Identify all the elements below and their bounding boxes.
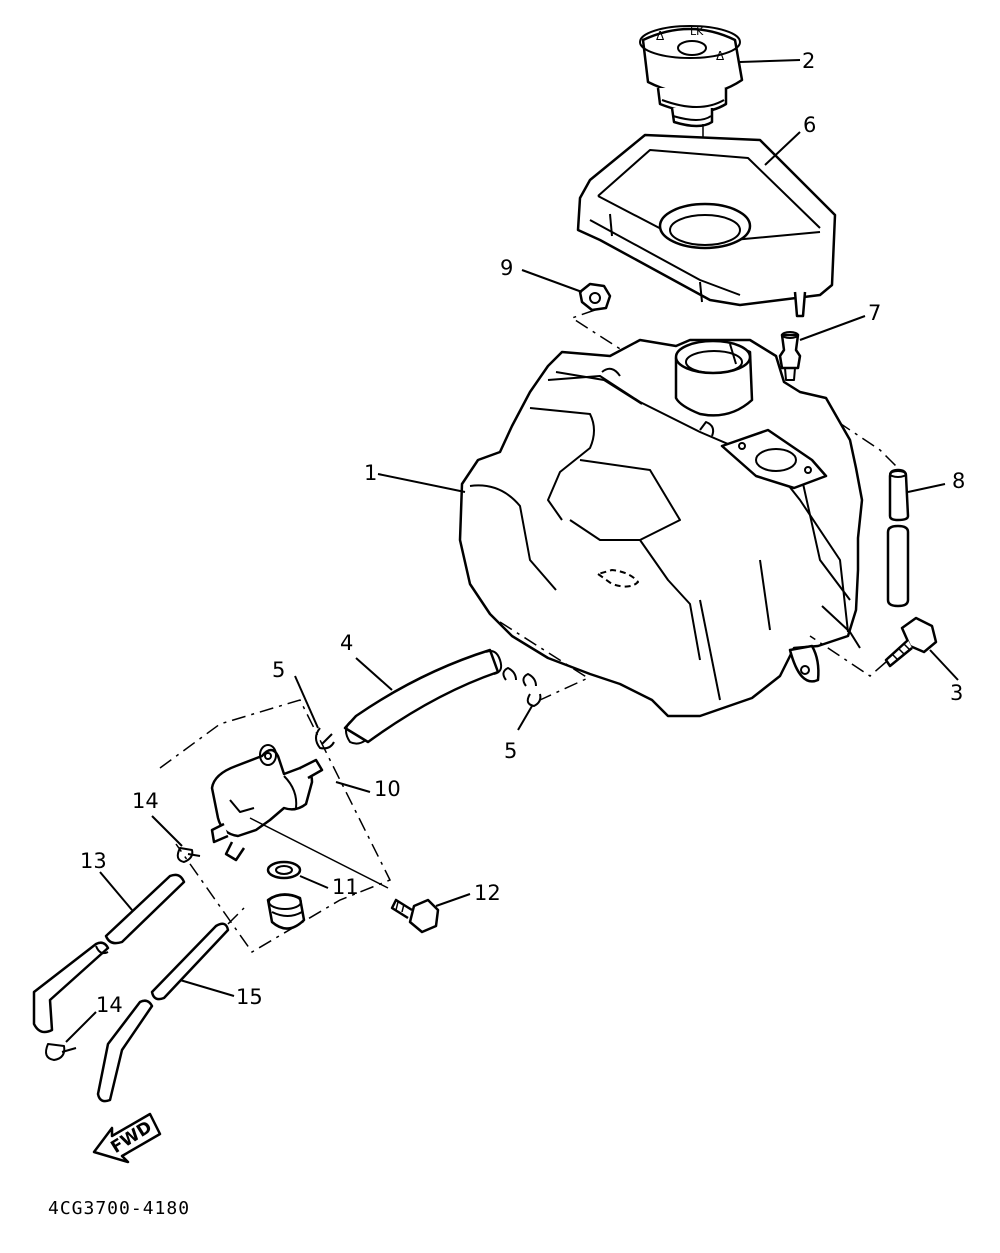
tank-cover-part xyxy=(576,133,837,318)
fuel-hose-part xyxy=(343,648,503,745)
drawing-code: 4CG3700-4180 xyxy=(48,1198,190,1219)
callout-5-upper: 5 xyxy=(272,658,285,682)
callout-13: 13 xyxy=(80,849,107,873)
cap-mark-left: Δ xyxy=(656,29,665,43)
callout-14-lower: 14 xyxy=(96,993,123,1017)
hose-clip-part-14-lower xyxy=(45,1043,77,1061)
callout-5-lower: 5 xyxy=(504,739,517,763)
callout-9: 9 xyxy=(500,256,513,280)
callout-10: 10 xyxy=(374,777,401,801)
breather-hose-part xyxy=(886,468,910,608)
fuel-tank-part xyxy=(458,338,864,718)
callout-7: 7 xyxy=(868,301,881,325)
fuel-cock-assembly-part xyxy=(210,744,324,862)
callout-3: 3 xyxy=(950,681,963,705)
fitting-part xyxy=(778,331,802,381)
forward-direction-arrow: FWD xyxy=(92,1112,162,1164)
fuel-cap-part: Δ LK Δ xyxy=(639,25,744,128)
callout-4: 4 xyxy=(340,631,353,655)
bolt-part-3 xyxy=(884,616,938,668)
callout-15: 15 xyxy=(236,985,263,1009)
callout-11: 11 xyxy=(332,875,359,899)
bolt-part-12 xyxy=(390,898,440,934)
callout-8: 8 xyxy=(952,469,965,493)
gasket-part xyxy=(266,860,302,880)
cap-text: LK xyxy=(690,25,704,38)
hose-clip-part-upper xyxy=(315,727,335,750)
cap-mark-right: Δ xyxy=(716,49,725,63)
callout-12: 12 xyxy=(474,881,501,905)
long-hose-part-15 xyxy=(96,922,230,1103)
short-hose-part-13 xyxy=(32,873,186,1034)
hose-clip-part-lower xyxy=(502,667,542,707)
callout-1: 1 xyxy=(364,461,377,485)
callout-6: 6 xyxy=(803,113,816,137)
hose-clip-part-14-upper xyxy=(176,847,201,863)
callout-2: 2 xyxy=(802,49,815,73)
callout-14-upper: 14 xyxy=(132,789,159,813)
nut-part xyxy=(578,282,612,312)
sediment-cup-part xyxy=(266,893,306,930)
